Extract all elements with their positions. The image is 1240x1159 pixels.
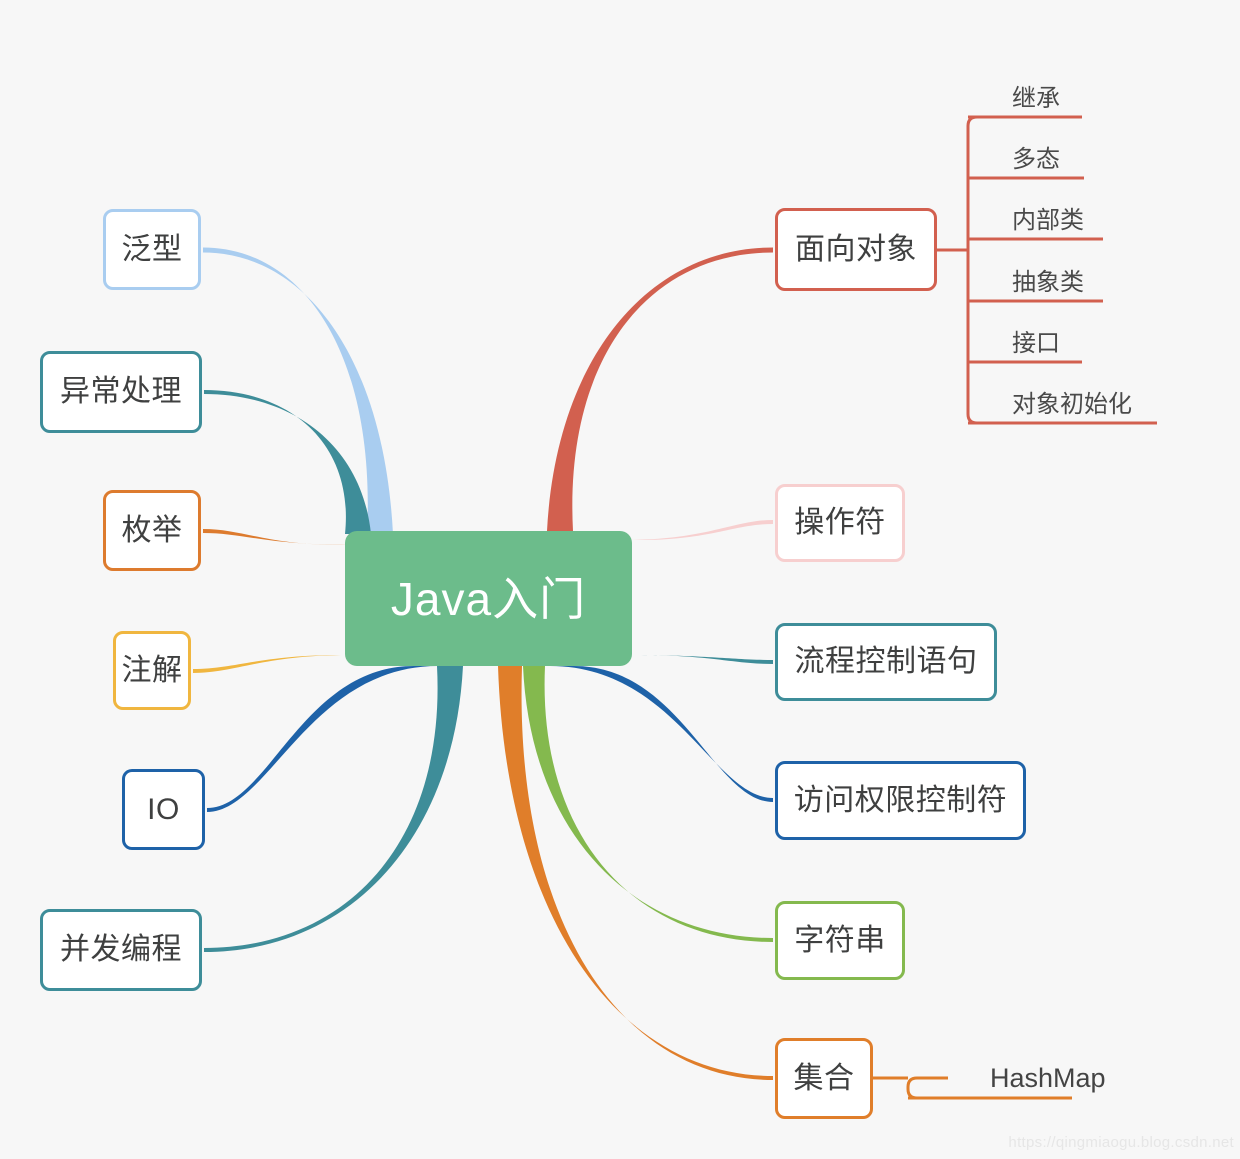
- node-enum-label: 枚举: [121, 513, 183, 547]
- central-node[interactable]: Java入门: [345, 531, 632, 666]
- node-control-flow[interactable]: 流程控制语句: [775, 623, 997, 701]
- node-concurrency-label: 并发编程: [60, 933, 182, 966]
- node-oop-label: 面向对象: [795, 232, 917, 266]
- node-annotation-label: 注解: [121, 653, 183, 687]
- node-operators-label: 操作符: [794, 506, 886, 539]
- subnode-oop-4[interactable]: 接口: [1012, 330, 1060, 357]
- edge-io: [207, 666, 438, 812]
- node-collections[interactable]: 集合: [775, 1038, 873, 1119]
- node-collections-label: 集合: [793, 1061, 855, 1095]
- edge-generics: [203, 247, 393, 534]
- node-generics[interactable]: 泛型: [103, 209, 201, 290]
- subnode-oop-2[interactable]: 内部类: [1012, 207, 1084, 234]
- edge-exception-handling: [204, 390, 371, 534]
- node-annotation[interactable]: 注解: [113, 631, 191, 710]
- edge-collections: [498, 666, 773, 1080]
- node-exception-handling-label: 异常处理: [60, 375, 182, 408]
- node-io-label: IO: [147, 792, 180, 826]
- edge-string: [523, 666, 773, 942]
- subnode-oop-3[interactable]: 抽象类: [1012, 269, 1084, 296]
- node-oop[interactable]: 面向对象: [775, 208, 937, 291]
- node-string-label: 字符串: [794, 923, 886, 957]
- edge-control-flow: [626, 655, 773, 664]
- node-access-modifiers-label: 访问权限控制符: [793, 783, 1008, 817]
- subnode-oop-1[interactable]: 多态: [1012, 146, 1060, 173]
- node-access-modifiers[interactable]: 访问权限控制符: [775, 761, 1026, 840]
- edge-concurrency: [204, 666, 463, 952]
- edge-annotation: [193, 655, 349, 673]
- edge-access-modifiers: [550, 666, 773, 802]
- edge-enum: [203, 529, 349, 545]
- node-operators[interactable]: 操作符: [775, 484, 905, 562]
- node-control-flow-label: 流程控制语句: [794, 645, 978, 678]
- edge-operators: [625, 520, 773, 540]
- node-exception-handling[interactable]: 异常处理: [40, 351, 202, 433]
- watermark: https://qingmiaogu.blog.csdn.net: [1008, 1134, 1234, 1151]
- subnode-oop-5[interactable]: 对象初始化: [1012, 391, 1132, 418]
- node-generics-label: 泛型: [121, 232, 183, 266]
- trunk-oop: [966, 115, 1008, 425]
- node-io[interactable]: IO: [122, 769, 205, 850]
- node-concurrency[interactable]: 并发编程: [40, 909, 202, 991]
- edge-oop: [547, 247, 773, 531]
- node-string[interactable]: 字符串: [775, 901, 905, 980]
- central-node-label: Java入门: [390, 572, 587, 625]
- node-enum[interactable]: 枚举: [103, 490, 201, 571]
- subnode-oop-0[interactable]: 继承: [1012, 85, 1060, 112]
- trunk-collections: [906, 1076, 948, 1100]
- subnode-collections-0[interactable]: HashMap: [990, 1063, 1106, 1093]
